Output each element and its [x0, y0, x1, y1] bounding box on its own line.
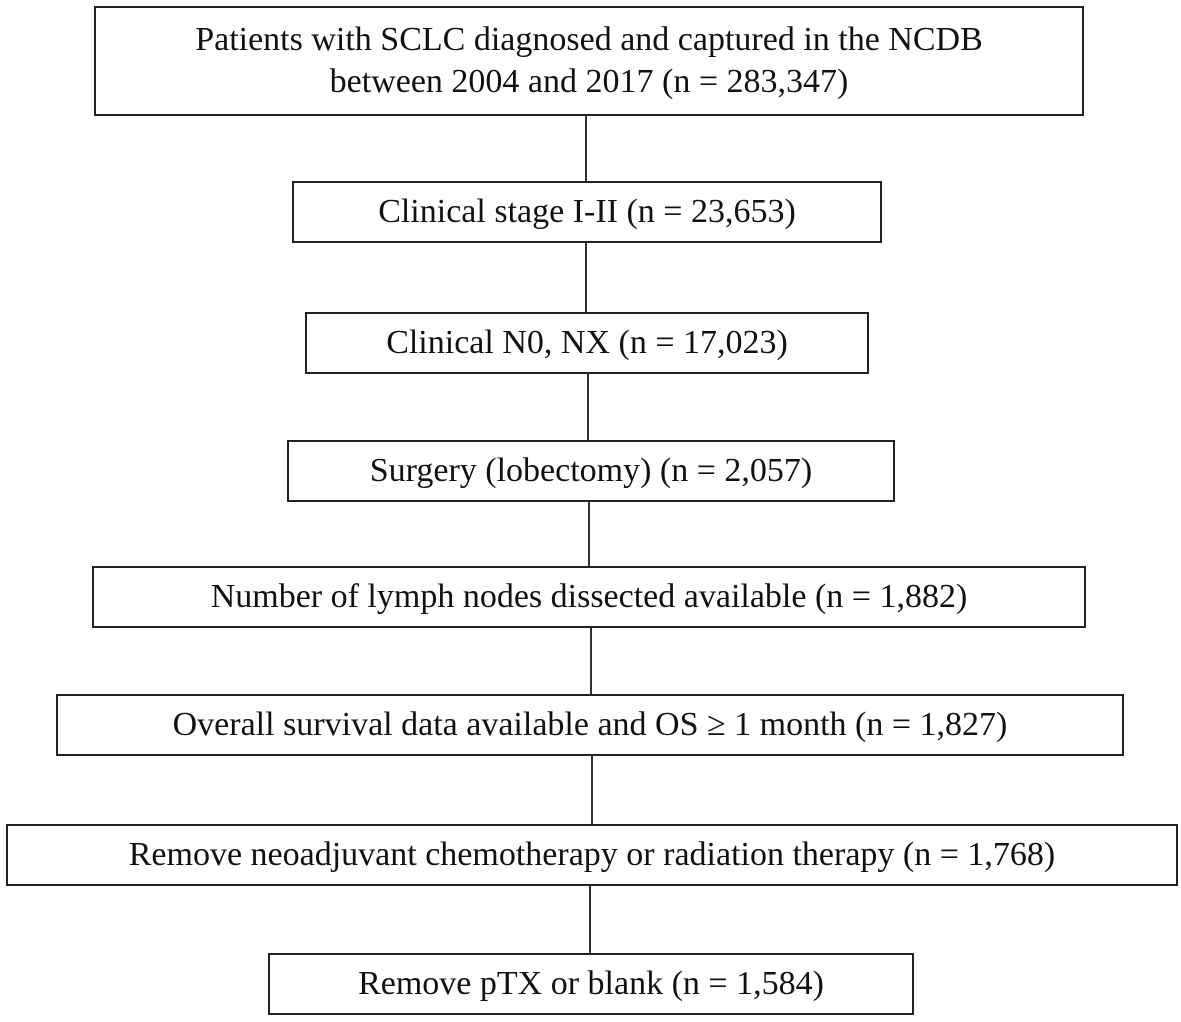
step-box-overall-survival: Overall survival data available and OS ≥… [56, 694, 1124, 756]
connector-line [585, 116, 587, 181]
step-box-initial-cohort: Patients with SCLC diagnosed and capture… [94, 6, 1084, 116]
connector-line [591, 756, 593, 824]
step-text: Overall survival data available and OS ≥… [172, 705, 1008, 743]
step-box-lymph-nodes: Number of lymph nodes dissected availabl… [92, 566, 1086, 628]
step-box-clinical-n0: Clinical N0, NX (n = 17,023) [305, 312, 869, 374]
step-box-remove-ptx: Remove pTX or blank (n = 1,584) [268, 953, 914, 1015]
step-text: Remove neoadjuvant chemotherapy or radia… [128, 835, 1056, 873]
connector-line [587, 374, 589, 440]
step-text: Number of lymph nodes dissected availabl… [210, 577, 968, 615]
step-box-remove-neoadjuvant: Remove neoadjuvant chemotherapy or radia… [6, 824, 1178, 886]
connector-line [590, 628, 592, 694]
step-box-clinical-stage: Clinical stage I-II (n = 23,653) [292, 181, 882, 243]
step-text: Remove pTX or blank (n = 1,584) [358, 964, 824, 1002]
step-box-surgery: Surgery (lobectomy) (n = 2,057) [287, 440, 895, 502]
step-text-line-1: Patients with SCLC diagnosed and capture… [195, 20, 983, 58]
step-text: Clinical stage I-II (n = 23,653) [378, 192, 796, 230]
step-text: Clinical N0, NX (n = 17,023) [386, 323, 788, 361]
step-text: Surgery (lobectomy) (n = 2,057) [369, 451, 813, 489]
connector-line [589, 886, 591, 953]
step-text-line-2: between 2004 and 2017 (n = 283,347) [329, 63, 849, 100]
connector-line [585, 243, 587, 312]
connector-line [588, 502, 590, 566]
